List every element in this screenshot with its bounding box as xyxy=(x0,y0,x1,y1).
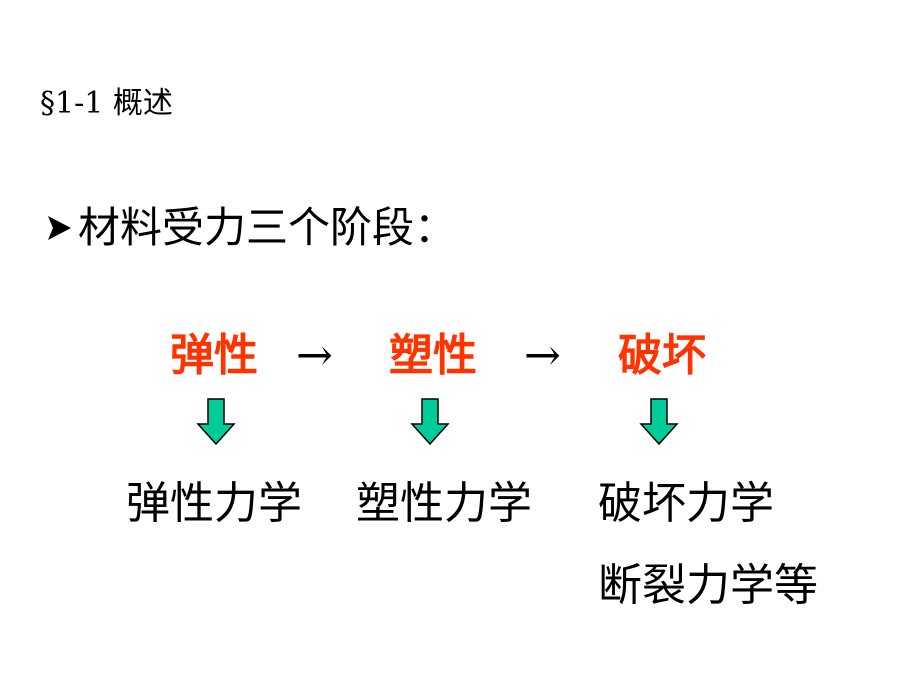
field-plasticity: 塑性力学 xyxy=(356,478,532,529)
down-arrow-icon xyxy=(196,398,236,446)
bullet-row: 材料受力三个阶段： xyxy=(44,200,456,256)
down-arrow-icon xyxy=(410,398,450,446)
bullet-text: 材料受力三个阶段： xyxy=(78,203,457,252)
field-elasticity: 弹性力学 xyxy=(126,478,302,529)
section-title: §1-1 概述 xyxy=(40,86,173,121)
stage-plastic: 塑性 xyxy=(389,330,477,381)
stage-failure: 破坏 xyxy=(618,330,706,381)
down-arrow-icon xyxy=(639,398,679,446)
field-fracture-mechanics: 断裂力学等 xyxy=(598,560,818,611)
right-arrow-2: → xyxy=(524,330,561,381)
right-arrow-1: → xyxy=(296,330,333,381)
field-failure-mechanics: 破坏力学 xyxy=(598,478,774,529)
stage-elastic: 弹性 xyxy=(170,330,258,381)
right-triangle-bullet-icon xyxy=(48,216,71,240)
